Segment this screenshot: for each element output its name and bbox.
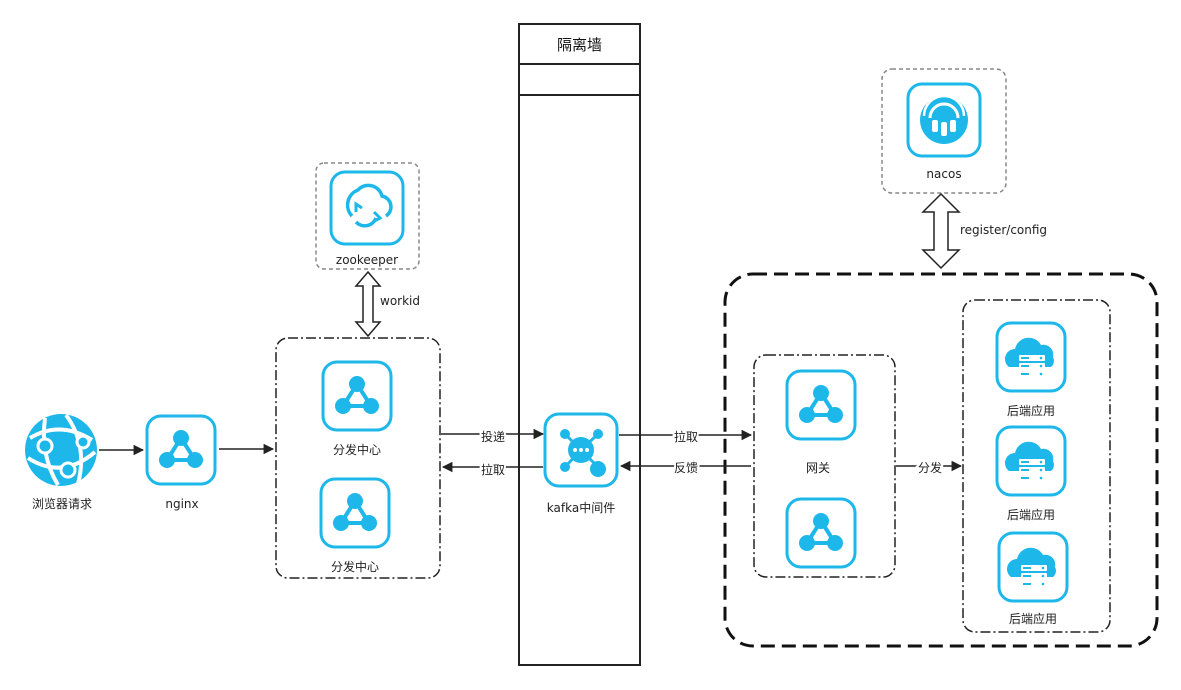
browser-node: 浏览器请求 bbox=[25, 413, 97, 511]
edge-deliver-label: 投递 bbox=[481, 429, 505, 444]
isolation-wall-title: 隔离墙 bbox=[557, 36, 602, 54]
backend-apps-group: 后端应用 后端应用 后端应用 bbox=[962, 299, 1111, 633]
nginx-hub-icon bbox=[145, 414, 217, 486]
nginx-label: nginx bbox=[165, 497, 198, 511]
kafka-label: kafka中间件 bbox=[547, 500, 615, 515]
edge-pull-left-label: 拉取 bbox=[481, 462, 505, 477]
nacos-label: nacos bbox=[926, 167, 961, 181]
gateway-hub-icon-1 bbox=[785, 369, 857, 441]
edge-pull-right-label: 拉取 bbox=[674, 429, 698, 444]
backend-cloud-icon-1 bbox=[995, 321, 1067, 393]
edge-register-config bbox=[921, 192, 961, 270]
backend-cloud-icon-2 bbox=[995, 425, 1067, 497]
edges: 投递 拉取 拉取 反馈 分发 workid register/config bbox=[99, 192, 1047, 479]
zookeeper-node: zookeeper bbox=[315, 162, 420, 270]
dispatch-hub-icon-1 bbox=[321, 360, 393, 432]
dispatch-hub-icon-2 bbox=[319, 477, 391, 549]
zookeeper-label: zookeeper bbox=[336, 253, 398, 267]
edge-distribute-label: 分发 bbox=[918, 460, 942, 475]
edge-workid bbox=[354, 270, 382, 338]
backend-cloud-icon-3 bbox=[997, 531, 1069, 603]
nacos-node: nacos bbox=[881, 68, 1007, 194]
kafka-node: kafka中间件 bbox=[543, 412, 619, 515]
isolation-wall: 隔离墙 bbox=[518, 23, 641, 666]
backend-label-1: 后端应用 bbox=[1007, 403, 1055, 418]
dispatch-group: 分发中心 分发中心 bbox=[275, 337, 441, 579]
edge-workid-label: workid bbox=[380, 294, 420, 308]
gateway-hub-icon-2 bbox=[785, 497, 857, 569]
nacos-icon bbox=[906, 82, 982, 158]
kafka-icon bbox=[543, 412, 619, 488]
sync-icon bbox=[329, 170, 405, 246]
backend-cluster: 网关 后端应用 后端应用 后端应用 bbox=[723, 272, 1159, 648]
dispatch-label-1: 分发中心 bbox=[333, 442, 381, 457]
edge-feedback-label: 反馈 bbox=[674, 461, 698, 475]
backend-label-3: 后端应用 bbox=[1009, 611, 1057, 626]
nginx-node: nginx bbox=[145, 414, 217, 511]
gateway-label: 网关 bbox=[806, 461, 830, 475]
globe-icon bbox=[25, 413, 97, 487]
gateway-group: 网关 bbox=[753, 354, 896, 578]
dispatch-label-2: 分发中心 bbox=[331, 559, 379, 574]
browser-label: 浏览器请求 bbox=[32, 496, 92, 511]
edge-register-config-label: register/config bbox=[960, 223, 1047, 237]
backend-label-2: 后端应用 bbox=[1007, 507, 1055, 522]
